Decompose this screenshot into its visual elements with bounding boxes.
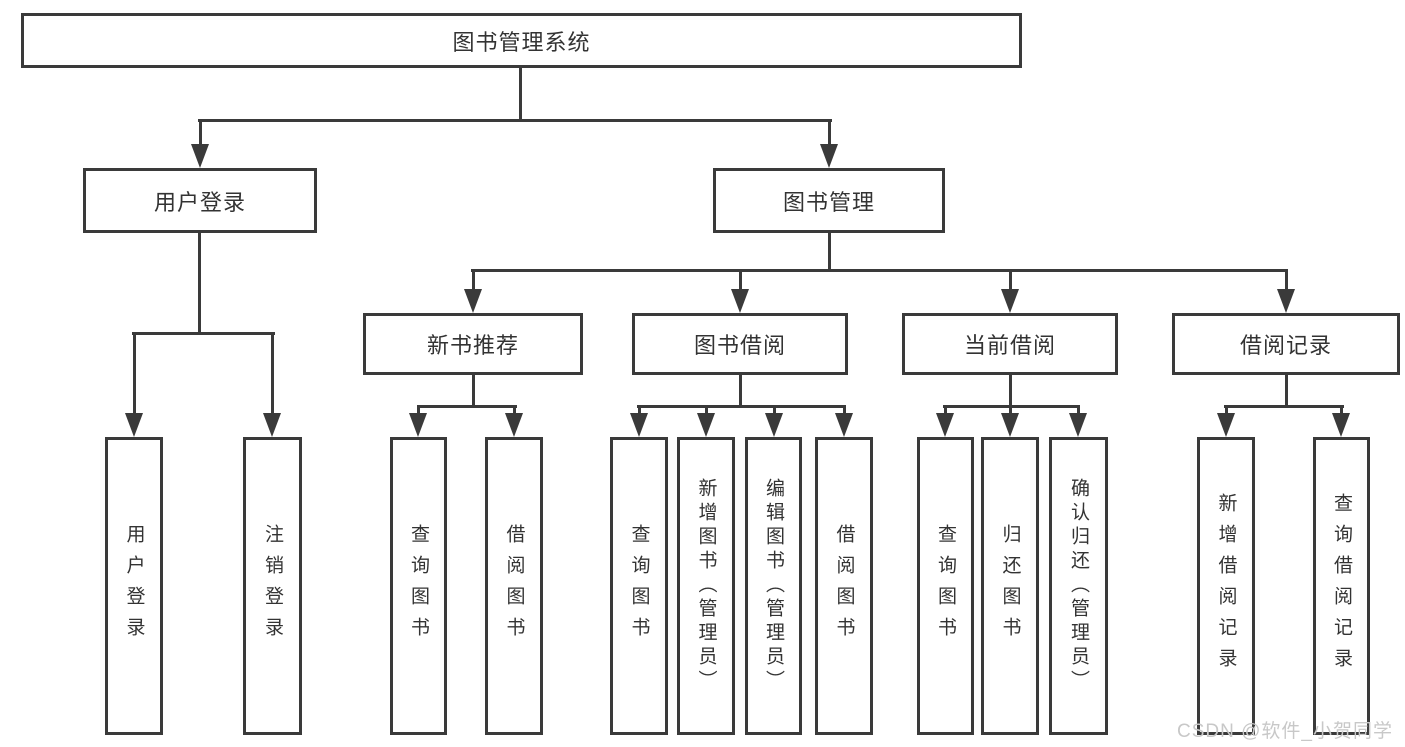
- arrowhead-user-login: [191, 144, 209, 168]
- node-new-book-recommend: 新书推荐: [363, 313, 583, 375]
- arrowhead-leaf-confirm-return: [1069, 413, 1087, 437]
- node-book-borrow: 图书借阅: [632, 313, 848, 375]
- connector-to-leaf-query-book-2: [638, 408, 641, 415]
- leaf-query-book-borrow: 查询图书: [610, 437, 668, 735]
- leaf-borrow-book-recommend-label: 借阅图书: [503, 524, 525, 648]
- node-new-book-recommend-label: 新书推荐: [426, 333, 519, 358]
- connector-level2-bar: [198, 119, 832, 122]
- connector-new-book-recommend-stub: [472, 375, 475, 408]
- connector-root-stub: [519, 68, 522, 122]
- node-book-borrow-label: 图书借阅: [693, 333, 786, 358]
- leaf-borrow-book-label: 借阅图书: [833, 524, 855, 648]
- leaf-edit-book-admin: 编辑图书（管理员）: [745, 437, 802, 735]
- leaf-logout: 注销登录: [243, 437, 302, 735]
- arrowhead-book-management: [820, 144, 838, 168]
- leaf-user-login-label: 用户登录: [123, 524, 145, 648]
- connector-new-book-recommend-bar: [417, 405, 517, 408]
- connector-current-borrow-stub: [1009, 375, 1012, 408]
- leaf-add-book-admin: 新增图书（管理员）: [677, 437, 735, 735]
- leaf-query-book-recommend: 查询图书: [390, 437, 447, 735]
- arrowhead-leaf-edit-book: [765, 413, 783, 437]
- node-current-borrow: 当前借阅: [902, 313, 1118, 375]
- connector-book-borrow-bar: [637, 405, 846, 408]
- node-book-management: 图书管理: [713, 168, 945, 233]
- connector-to-leaf-query-record: [1340, 408, 1343, 415]
- arrowhead-leaf-borrow-book-2: [835, 413, 853, 437]
- leaf-user-login: 用户登录: [105, 437, 163, 735]
- arrowhead-leaf-borrow-book-1: [505, 413, 523, 437]
- arrowhead-leaf-logout: [263, 413, 281, 437]
- node-user-login-label: 用户登录: [153, 189, 246, 215]
- connector-borrow-record-stub: [1285, 375, 1288, 408]
- node-borrow-record-label: 借阅记录: [1239, 333, 1332, 358]
- connector-to-leaf-query-book-3: [944, 408, 947, 415]
- arrowhead-leaf-query-book-3: [936, 413, 954, 437]
- arrowhead-book-borrow: [731, 289, 749, 313]
- leaf-edit-book-admin-label: 编辑图书（管理员）: [763, 478, 784, 694]
- connector-to-leaf-edit-book: [773, 408, 776, 415]
- connector-current-borrow-bar: [943, 405, 1080, 408]
- connector-to-leaf-add-record: [1225, 408, 1228, 415]
- connector-to-leaf-add-book: [705, 408, 708, 415]
- leaf-query-borrow-record-label: 查询借阅记录: [1331, 493, 1352, 679]
- connector-to-leaf-login: [133, 335, 136, 415]
- arrowhead-borrow-record: [1277, 289, 1295, 313]
- csdn-watermark: CSDN @软件_小贺同学: [1177, 721, 1393, 742]
- arrowhead-leaf-add-record: [1217, 413, 1235, 437]
- leaf-add-borrow-record: 新增借阅记录: [1197, 437, 1255, 735]
- connector-to-book-management: [828, 122, 831, 146]
- connector-to-borrow-record: [1285, 272, 1288, 289]
- leaf-confirm-return-admin: 确认归还（管理员）: [1049, 437, 1108, 735]
- connector-book-borrow-stub: [739, 375, 742, 408]
- connector-to-leaf-query-book-1: [417, 408, 420, 415]
- leaf-logout-label: 注销登录: [262, 524, 283, 648]
- connector-to-leaf-return-book: [1009, 408, 1012, 415]
- leaf-query-book-current: 查询图书: [917, 437, 974, 735]
- arrowhead-new-book-recommend: [464, 289, 482, 313]
- node-root: 图书管理系统: [21, 13, 1022, 68]
- connector-user-login-stub: [198, 233, 201, 335]
- arrowhead-leaf-query-book-2: [630, 413, 648, 437]
- leaf-borrow-book-recommend: 借阅图书: [485, 437, 543, 735]
- connector-to-book-borrow: [739, 272, 742, 289]
- leaf-add-book-admin-label: 新增图书（管理员）: [695, 478, 717, 694]
- arrowhead-leaf-query-record: [1332, 413, 1350, 437]
- connector-to-leaf-logout: [271, 335, 274, 415]
- arrowhead-current-borrow: [1001, 289, 1019, 313]
- node-user-login: 用户登录: [83, 168, 317, 233]
- leaf-return-book: 归还图书: [981, 437, 1039, 735]
- node-current-borrow-label: 当前借阅: [963, 333, 1056, 358]
- connector-to-leaf-borrow-book-1: [513, 408, 516, 415]
- arrowhead-leaf-query-book-1: [409, 413, 427, 437]
- node-book-management-label: 图书管理: [782, 189, 875, 215]
- arrowhead-leaf-return-book: [1001, 413, 1019, 437]
- connector-level3-bar: [471, 269, 1288, 272]
- connector-book-management-stub: [828, 233, 831, 272]
- arrowhead-leaf-login: [125, 413, 143, 437]
- leaf-query-borrow-record: 查询借阅记录: [1313, 437, 1370, 735]
- leaf-borrow-book: 借阅图书: [815, 437, 873, 735]
- connector-to-leaf-confirm-return: [1077, 408, 1080, 415]
- connector-to-user-login: [199, 122, 202, 146]
- leaf-return-book-label: 归还图书: [999, 524, 1021, 648]
- leaf-add-borrow-record-label: 新增借阅记录: [1215, 493, 1237, 679]
- connector-to-current-borrow: [1009, 272, 1012, 289]
- leaf-query-book-recommend-label: 查询图书: [408, 524, 429, 648]
- leaf-query-book-current-label: 查询图书: [935, 524, 956, 648]
- leaf-confirm-return-admin-label: 确认归还（管理员）: [1068, 478, 1089, 694]
- connector-user-login-bar: [132, 332, 275, 335]
- connector-borrow-record-bar: [1224, 405, 1344, 408]
- node-root-label: 图书管理系统: [452, 29, 591, 55]
- arrowhead-leaf-add-book: [697, 413, 715, 437]
- connector-to-leaf-borrow-book-2: [843, 408, 846, 415]
- leaf-query-book-borrow-label: 查询图书: [628, 524, 650, 648]
- node-borrow-record: 借阅记录: [1172, 313, 1400, 375]
- connector-to-new-book-recommend: [472, 272, 475, 289]
